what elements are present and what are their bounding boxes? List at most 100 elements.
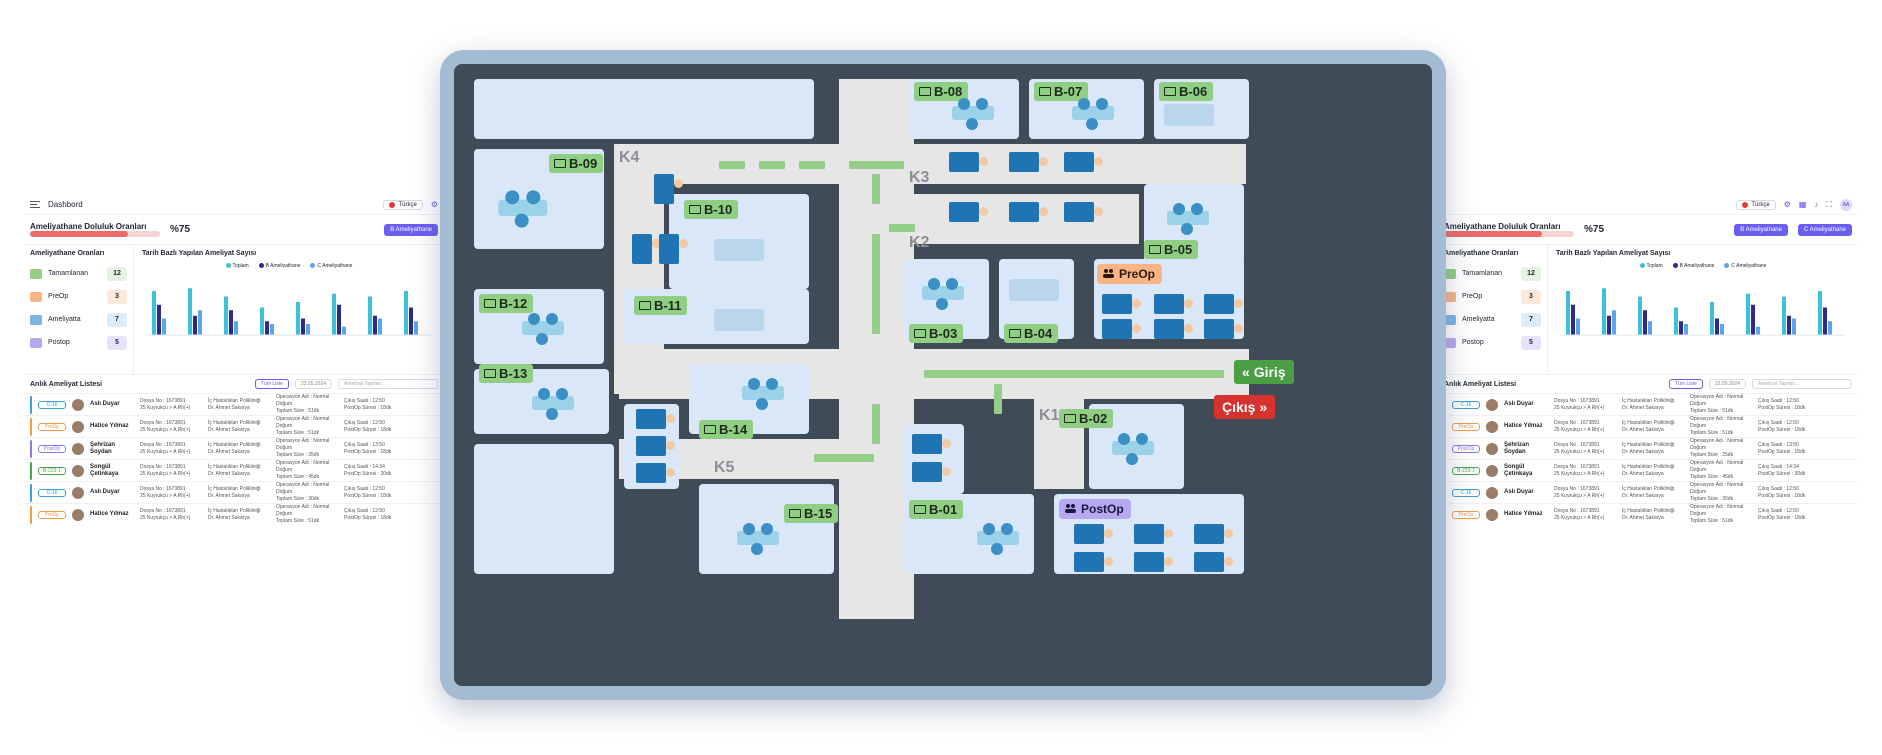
room-label-b03[interactable]: B-03 [909, 324, 964, 343]
exit-label[interactable]: Çıkış » [1214, 395, 1276, 419]
chart-bar [1787, 315, 1791, 335]
surgery-chart: Tarih Bazlı Yapılan Ameliyat Sayısı Topl… [1548, 245, 1858, 374]
bell-icon[interactable]: ♪ [1814, 200, 1819, 209]
chart-bar [332, 293, 336, 335]
bed [1074, 552, 1113, 572]
room-label-b11[interactable]: B-11 [634, 296, 688, 315]
floor-plan: K4 K3 K2 K1 K5 B-08 B-07 B-06 B-09 B-10 … [440, 50, 1446, 700]
chart-bar [1679, 321, 1683, 335]
list-title: Anlık Ameliyat Listesi [1444, 380, 1517, 388]
room-label-b09[interactable]: B-09 [549, 154, 604, 173]
list-header: Anlık Ameliyat Listesi Tüm Liste 22.05.2… [1438, 375, 1858, 393]
status-badge: PostOp [38, 444, 66, 453]
grid-icon[interactable]: ▦ [1798, 200, 1807, 209]
chart-title: Tarih Bazlı Yapılan Ameliyat Sayısı [142, 250, 257, 257]
people-icon [1065, 504, 1076, 513]
gear-icon[interactable]: ⚙ [430, 200, 438, 209]
zone-preop[interactable]: PreOp [1097, 264, 1163, 284]
view-all-button[interactable]: Tüm Liste [1669, 379, 1703, 389]
flow-arrow [994, 384, 1002, 414]
surgery-chart: Tarih Bazlı Yapılan Ameliyat Sayısı Topl… [134, 245, 444, 374]
search-input[interactable]: Ameliyat Yapılan... [1752, 379, 1852, 389]
chart-bar [1720, 324, 1724, 335]
patient-name: Songül Çetinkaya [90, 463, 119, 477]
chart-bar [224, 296, 228, 335]
b-room-button[interactable]: B Ameliyathane [384, 223, 438, 236]
rates-title: Ameliyathane Oranları [1444, 250, 1519, 257]
room-label-b05[interactable]: B-05 [1144, 240, 1199, 259]
chart-bar [337, 304, 341, 335]
room-label-b02[interactable]: B-02 [1059, 409, 1114, 428]
list-title: Anlık Ameliyat Listesi [30, 380, 103, 388]
gear-icon[interactable]: ⚙ [1783, 200, 1791, 209]
chart-bar [1756, 326, 1760, 335]
room-label-b10[interactable]: B-10 [684, 200, 739, 219]
date-picker[interactable]: 22.05.2024 [294, 379, 332, 389]
c-room-button[interactable]: C Ameliyathane [1797, 223, 1852, 236]
legend-item: B Ameliyathane [258, 263, 300, 269]
menu-icon[interactable] [30, 201, 40, 208]
date-picker[interactable]: 22.05.2024 [1708, 379, 1746, 389]
fullscreen-icon[interactable]: ⛶ [1826, 199, 1832, 209]
room-label-b06[interactable]: B-06 [1159, 82, 1214, 101]
patient-name: Hatice Yılmaz [1504, 423, 1543, 429]
language-select[interactable]: Türkçe [1736, 199, 1776, 210]
view-all-button[interactable]: Tüm Liste [255, 379, 289, 389]
empty-table [1009, 279, 1059, 301]
room-label-b04[interactable]: B-04 [1004, 324, 1059, 343]
status-badge: C-16 [1452, 400, 1480, 409]
b-room-button[interactable]: B Ameliyathane [1734, 223, 1788, 236]
bed [1194, 552, 1233, 572]
room-label-b07[interactable]: B-07 [1034, 82, 1089, 101]
room-label-b08[interactable]: B-08 [914, 82, 969, 101]
rate-count: 12 [107, 266, 127, 281]
entrance-label[interactable]: « Giriş [1234, 360, 1294, 384]
bed [632, 234, 661, 264]
room-label-b14[interactable]: B-14 [699, 420, 754, 439]
status-badge: C-16 [38, 488, 66, 497]
search-input[interactable]: Ameliyat Yapılan... [338, 379, 438, 389]
bed [1102, 294, 1141, 314]
avatar[interactable]: AA [1840, 198, 1852, 211]
dashboard-left: Dashbord Türkçe ⚙ Ameliyathane Doluluk O… [24, 195, 444, 565]
room-label-b13[interactable]: B-13 [479, 364, 534, 383]
zone-postop[interactable]: PostOp [1059, 499, 1131, 519]
occupancy-percent: %75 [170, 224, 191, 235]
chart-bar [296, 302, 300, 335]
avatar [1486, 486, 1498, 499]
chart-bar [1607, 315, 1611, 335]
status-badge: PostOp [1452, 444, 1480, 453]
legend-item: C Ameliyathane [310, 263, 352, 269]
bed-icon [1444, 268, 1456, 279]
rate-count: 7 [107, 312, 127, 327]
room-label-b15[interactable]: B-15 [784, 504, 839, 523]
room-label-b12[interactable]: B-12 [479, 294, 534, 313]
avatar [72, 442, 84, 455]
language-select[interactable]: Türkçe [383, 199, 423, 210]
occupancy-percent: %75 [1584, 224, 1605, 235]
flow-arrow [872, 234, 880, 334]
room-label-b01[interactable]: B-01 [909, 500, 964, 519]
patient-name: Hatice Yılmaz [90, 423, 129, 429]
chart-legend: Toplam B Ameliyathane C Ameliyathane [142, 263, 436, 269]
rate-count: 7 [1521, 312, 1541, 327]
